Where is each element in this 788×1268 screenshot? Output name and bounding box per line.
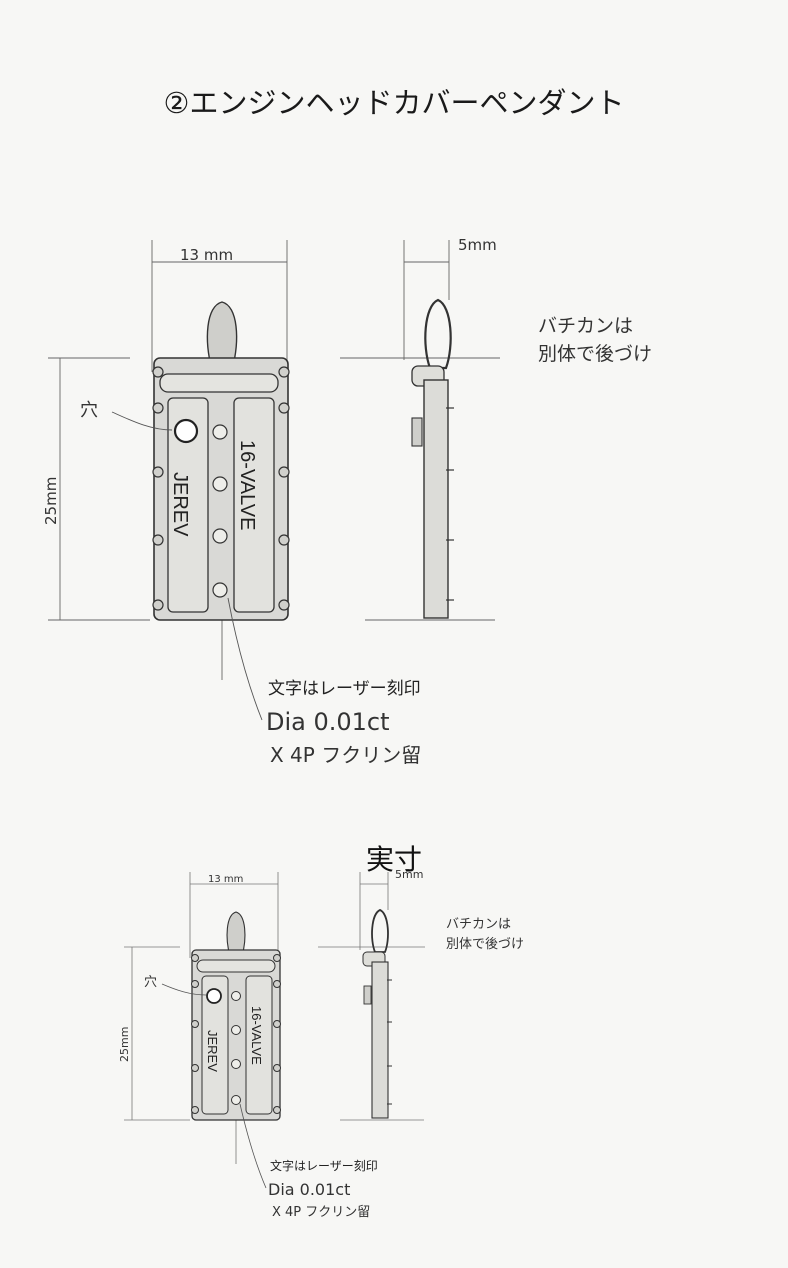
large-bail-note-line2: 別体で後づけ [538,343,652,365]
large-engraving-16-valve: 16-VALVE [236,440,258,530]
small-hole-icon [206,988,222,1004]
small-engraving-16-valve: 16-VALVE [249,1006,264,1065]
actual-size-heading: 実寸 [365,843,422,876]
small-setting-note: X 4P フクリン留 [272,1205,370,1220]
large-height-dimension: 25mm [42,477,60,525]
small-height-dimension: 25mm [118,1027,131,1062]
large-bail-note-line1: バチカンは [538,315,633,337]
large-laser-note: 文字はレーザー刻印 [268,679,421,699]
small-diamond-settings [231,991,241,1105]
small-engraving-jerev: JEREV [205,1030,220,1072]
large-engraving-jerev: JEREV [169,472,191,537]
small-width-dimension: 13 mm [208,874,243,885]
large-drawing: 13 mm 5mm 25mm [42,236,652,767]
small-thickness-dimension: 5mm [395,868,423,881]
large-thickness-dimension: 5mm [458,236,497,254]
small-hole-label: 穴 [144,975,157,990]
large-diamond-settings [212,424,228,598]
large-hole-label: 穴 [80,400,98,421]
small-bail-note-line1: バチカンは [446,917,511,932]
large-hole-icon [173,418,199,444]
large-pendant-side [411,298,454,619]
large-width-dimension: 13 mm [180,246,233,264]
small-laser-note: 文字はレーザー刻印 [270,1158,378,1173]
large-setting-note: X 4P フクリン留 [270,743,421,767]
large-diamond-note: Dia 0.01ct [266,708,390,736]
drawing-title: ②エンジンヘッドカバーペンダント [163,86,625,120]
small-bail-note-line2: 別体で後づけ [446,937,524,952]
large-pendant-front [152,357,290,621]
small-pendant-side [362,909,392,1119]
small-drawing: 13 mm 5mm 25mm JEREV 1 [118,868,524,1220]
small-pendant-front [191,949,281,1121]
small-diamond-note: Dia 0.01ct [268,1180,350,1199]
